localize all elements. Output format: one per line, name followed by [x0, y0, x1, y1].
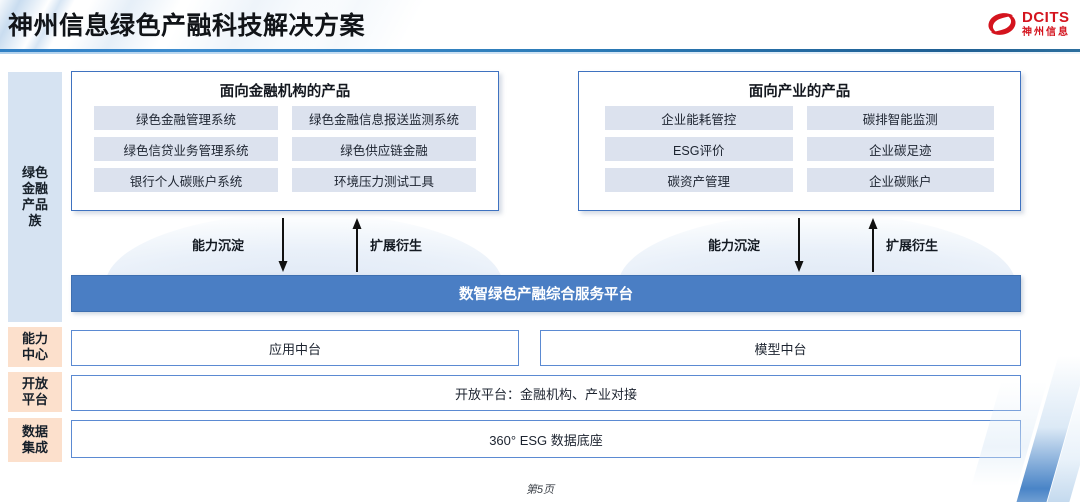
product-chip-grid-right: 企业能耗管控 碳排智能监测 ESG评价 企业碳足迹 碳资产管理 企业碳账户 [605, 106, 994, 192]
product-chip[interactable]: 碳排智能监测 [806, 106, 994, 130]
rail-label-green-finance: 绿色金融产品族 [21, 165, 48, 228]
panel-industry-products: 面向产业的产品 企业能耗管控 碳排智能监测 ESG评价 企业碳足迹 碳资产管理 … [578, 71, 1021, 211]
arrow-up-icon [352, 218, 362, 272]
dcits-logo: DCITS 神州信息 [987, 7, 1070, 41]
product-chip[interactable]: 绿色金融信息报送监测系统 [292, 106, 476, 130]
flow-label-capability-precipitation-left: 能力沉淀 [192, 238, 245, 253]
product-chip[interactable]: 企业碳账户 [806, 168, 994, 192]
box-label-app-middle-platform: 应用中台 [268, 341, 321, 357]
slide-header: 神州信息绿色产融科技解决方案 [0, 0, 1080, 54]
arrow-up-icon [868, 218, 878, 272]
page-title: 神州信息绿色产融科技解决方案 [8, 12, 366, 40]
sidebar-item-capability-center[interactable]: 能力中心 [8, 327, 62, 367]
product-chip-grid-left: 绿色金融管理系统 绿色金融信息报送监测系统 绿色信贷业务管理系统 绿色供应链金融… [94, 106, 476, 192]
flow-group-right: 能力沉淀 扩展衍生 [686, 218, 986, 280]
product-chip[interactable]: 绿色金融管理系统 [94, 106, 278, 130]
arrow-down-icon [278, 218, 288, 272]
rail-label-open-platform: 开放平台 [21, 376, 48, 407]
flow-label-expansion-derivation-left: 扩展衍生 [370, 238, 423, 253]
sidebar-item-green-finance-product-family[interactable]: 绿色金融产品族 [8, 72, 62, 322]
box-app-middle-platform[interactable]: 应用中台 [71, 330, 519, 366]
flow-label-capability-precipitation-right: 能力沉淀 [708, 238, 761, 253]
product-chip[interactable]: ESG评价 [605, 137, 793, 161]
logo-text-en: DCITS [1022, 9, 1070, 26]
platform-bar[interactable]: 数智绿色产融综合服务平台 [71, 275, 1021, 312]
platform-bar-label: 数智绿色产融综合服务平台 [459, 287, 633, 303]
rail-label-capability-center: 能力中心 [21, 331, 48, 362]
product-chip[interactable]: 绿色信贷业务管理系统 [94, 137, 278, 161]
product-chip[interactable]: 碳资产管理 [605, 168, 793, 192]
product-chip[interactable]: 银行个人碳账户系统 [94, 168, 278, 192]
arrow-down-icon [794, 218, 804, 272]
box-data-base[interactable]: 360° ESG 数据底座 [71, 420, 1021, 458]
flow-group-left: 能力沉淀 扩展衍生 [170, 218, 470, 280]
logo-wordmark: DCITS 神州信息 [1022, 10, 1070, 38]
box-model-middle-platform[interactable]: 模型中台 [540, 330, 1021, 366]
sidebar-item-data-integration[interactable]: 数据集成 [8, 418, 62, 462]
rail-label-data-integration: 数据集成 [21, 424, 48, 455]
panel-financial-institution-products: 面向金融机构的产品 绿色金融管理系统 绿色金融信息报送监测系统 绿色信贷业务管理… [71, 71, 499, 211]
sidebar-item-open-platform[interactable]: 开放平台 [8, 372, 62, 412]
box-open-platform[interactable]: 开放平台：金融机构、产业对接 [71, 375, 1021, 411]
panel-title-left: 面向金融机构的产品 [219, 84, 351, 100]
logo-swirl-icon [988, 13, 1016, 35]
box-label-open-platform: 开放平台：金融机构、产业对接 [454, 386, 637, 402]
page-number: 第5页 [525, 484, 555, 496]
logo-text-cn: 神州信息 [1022, 27, 1070, 38]
box-label-model-middle-platform: 模型中台 [754, 341, 807, 357]
header-divider [0, 49, 1080, 54]
product-chip[interactable]: 环境压力测试工具 [292, 168, 476, 192]
product-chip[interactable]: 企业碳足迹 [806, 137, 994, 161]
product-chip[interactable]: 企业能耗管控 [605, 106, 793, 130]
product-chip[interactable]: 绿色供应链金融 [292, 137, 476, 161]
flow-label-expansion-derivation-right: 扩展衍生 [886, 238, 939, 253]
box-label-data-base: 360° ESG 数据底座 [489, 432, 603, 448]
panel-title-right: 面向产业的产品 [748, 84, 851, 100]
